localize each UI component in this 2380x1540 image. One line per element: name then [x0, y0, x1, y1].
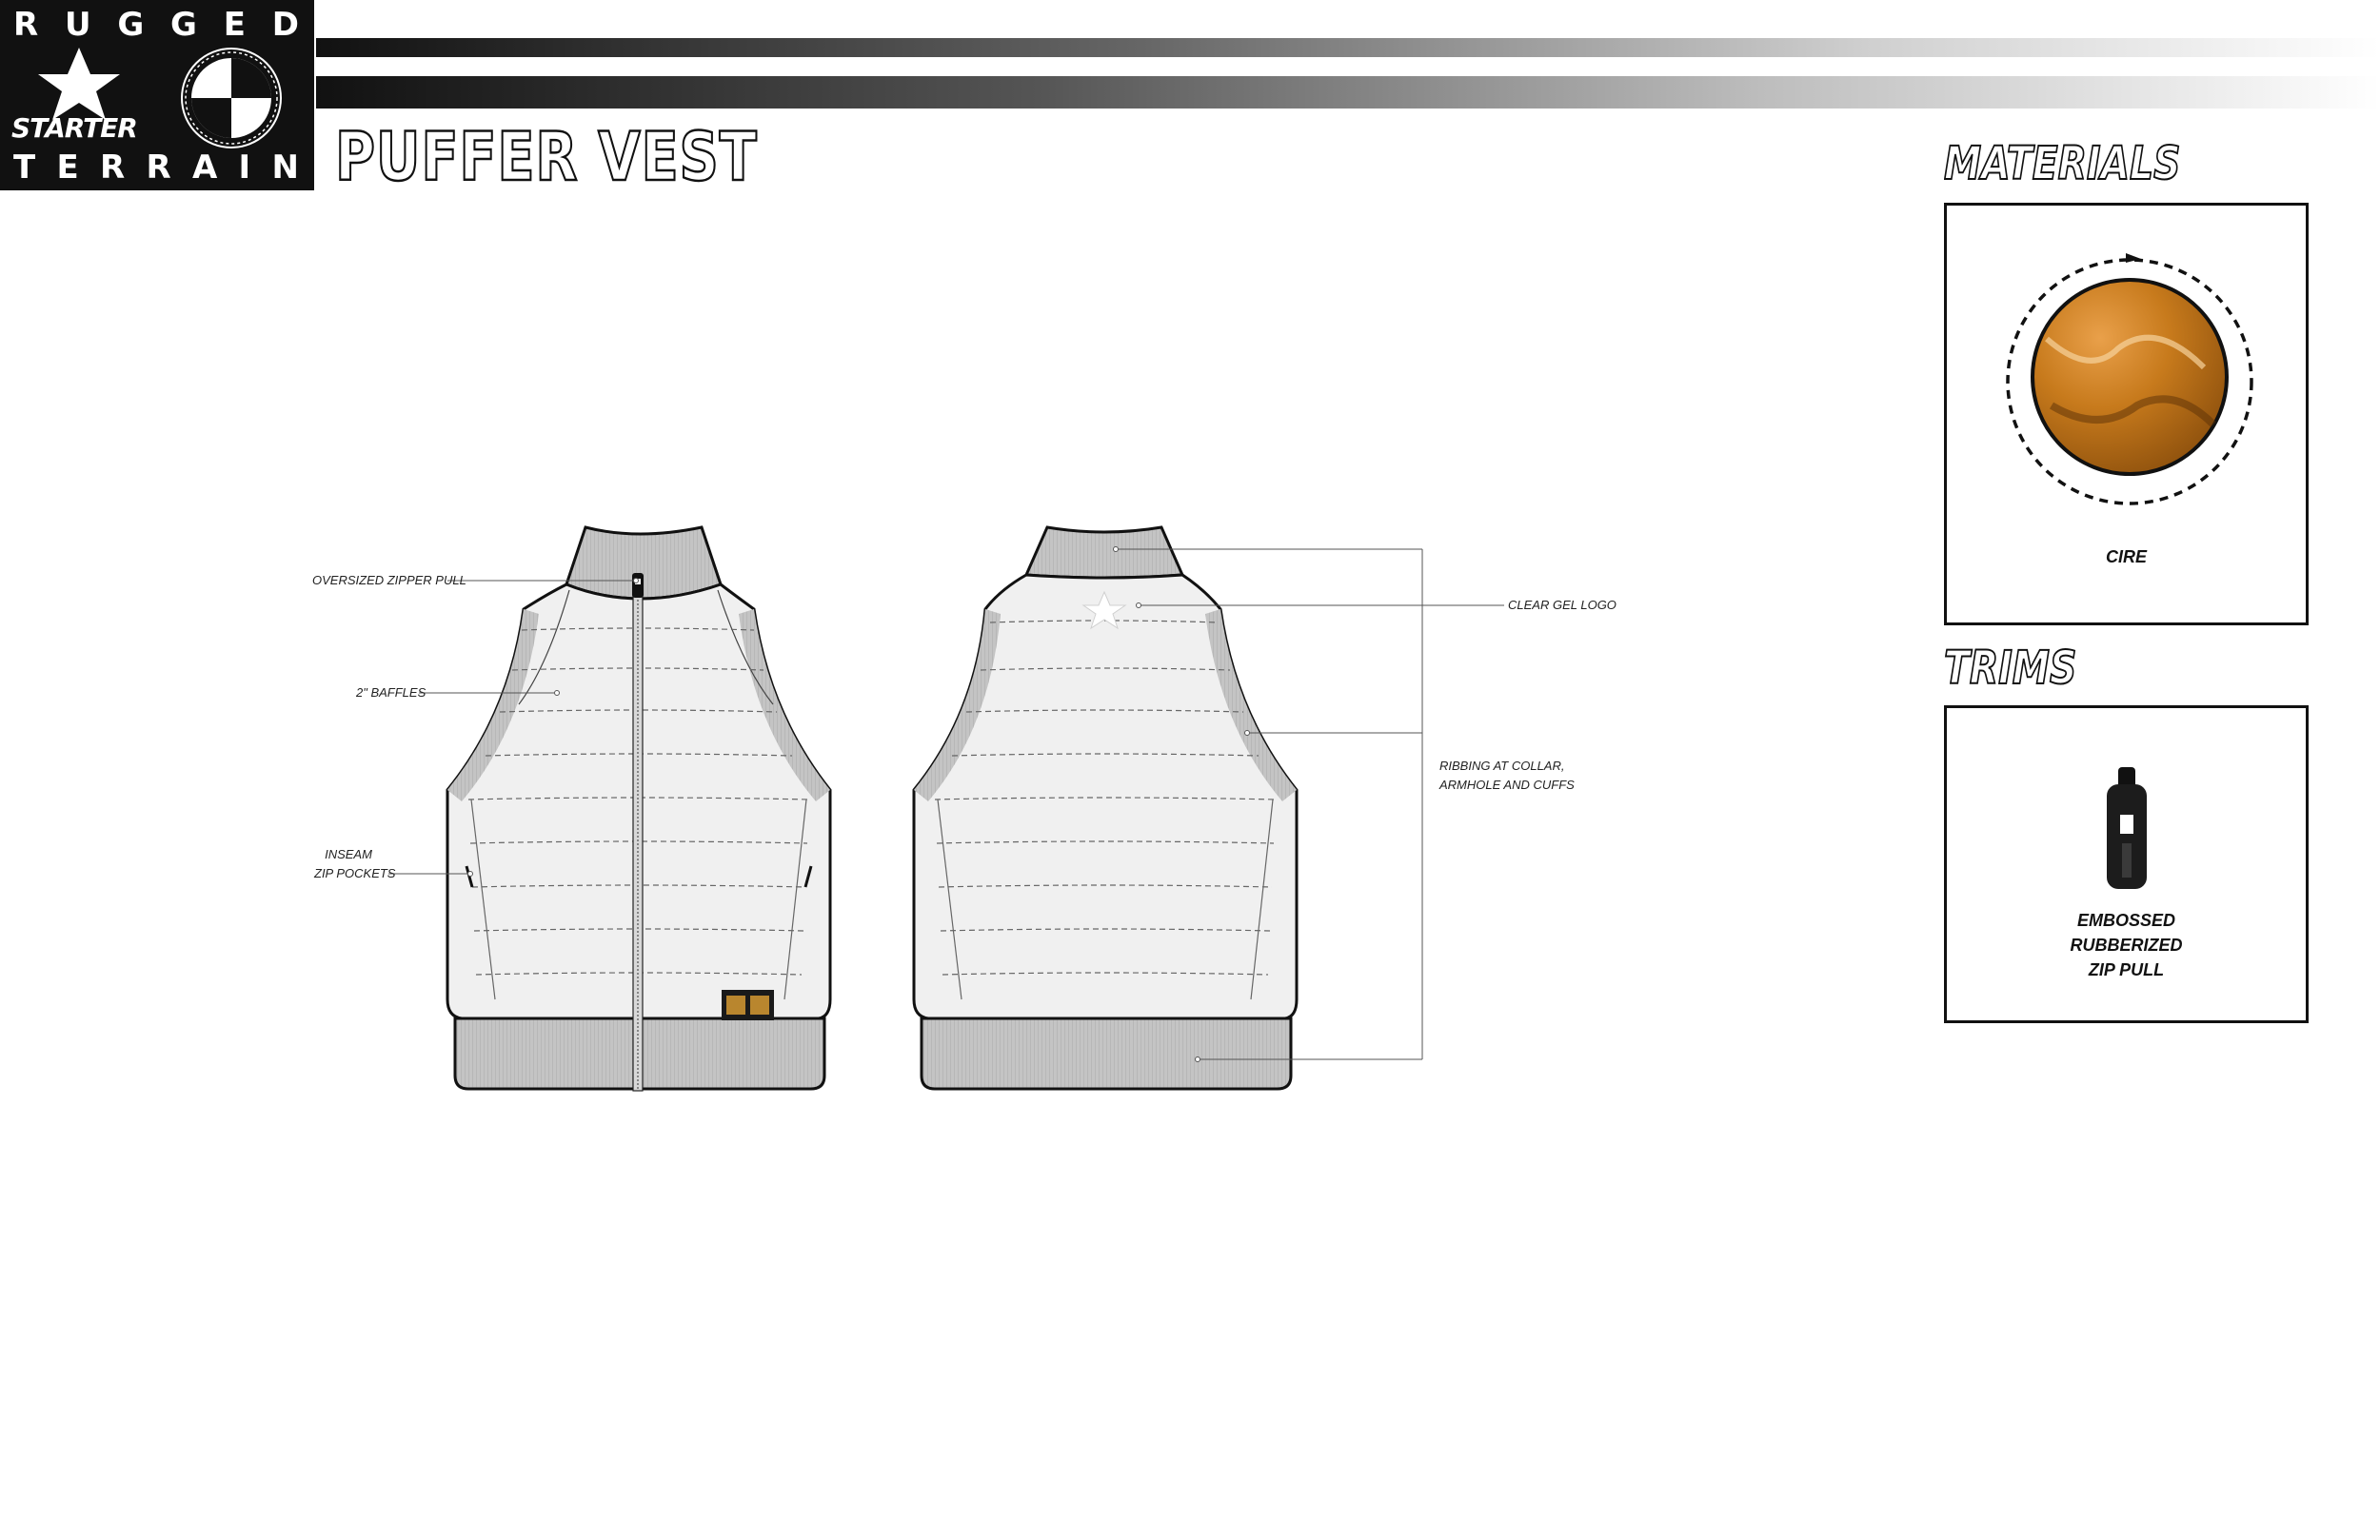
materials-heading: MATERIALS	[1943, 137, 2181, 190]
callout-clear-gel-logo: CLEAR GEL LOGO	[1508, 598, 1616, 612]
cire-swatch	[2006, 253, 2253, 505]
star-icon	[38, 48, 120, 120]
callout-ribbing: RIBBING AT COLLAR, ARMHOLE AND CUFFS	[1439, 759, 1575, 792]
brand-logo: R U G G E D STARTER T E R R A I N	[0, 0, 314, 190]
callout-inseam-pockets: INSEAM ZIP POCKETS	[314, 847, 396, 880]
trim-label: EMBOSSED RUBBERIZED ZIP PULL	[2070, 911, 2183, 979]
vest-back-flat	[912, 525, 1299, 1091]
zip-pull-icon	[2107, 767, 2147, 889]
header-bar-top	[316, 38, 2380, 57]
page-title: PUFFER VEST	[334, 118, 758, 196]
callout-baffles: 2" BAFFLES	[356, 685, 426, 700]
materials-panel: CIRE	[1944, 203, 2309, 625]
header-bar-bottom	[316, 76, 2380, 109]
brand-word-starter: STARTER	[11, 112, 138, 144]
callout-zipper-pull: OVERSIZED ZIPPER PULL	[312, 573, 466, 587]
brand-word-rugged: R U G G E D	[13, 6, 301, 44]
trims-heading: TRIMS	[1943, 642, 2077, 695]
trims-panel: EMBOSSED RUBBERIZED ZIP PULL	[1944, 705, 2309, 1023]
brand-word-terrain: T E R R A I N	[13, 148, 301, 187]
material-label-cire: CIRE	[2105, 547, 2147, 566]
quartered-seal-icon	[181, 48, 282, 148]
